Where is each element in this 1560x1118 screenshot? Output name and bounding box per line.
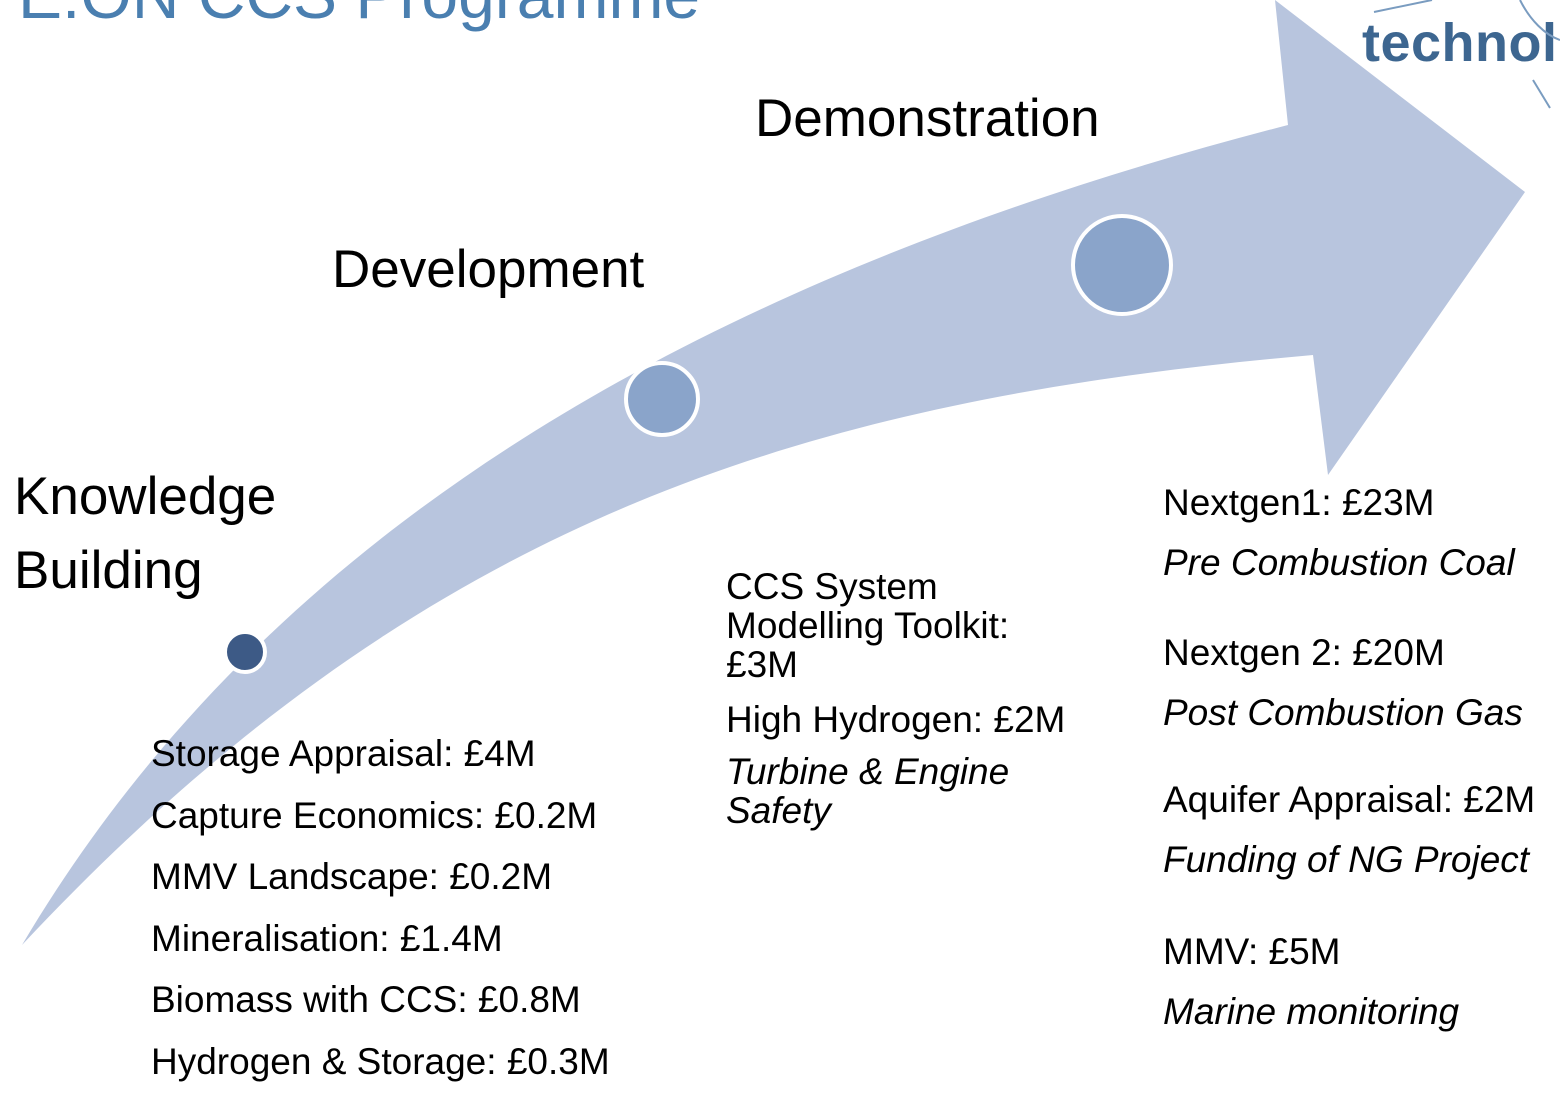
- logo-swoosh-2: [1519, 0, 1560, 41]
- demonstration-list: Nextgen1: £23M Pre Combustion Coal Nextg…: [1163, 482, 1560, 1032]
- list-item: Capture Economics: £0.2M: [151, 794, 598, 836]
- stage-label-development: Development: [332, 240, 645, 299]
- knowledge-building-list: Storage Appraisal: £4M Capture Economics…: [151, 733, 610, 1104]
- list-item: Storage Appraisal: £4M: [151, 733, 536, 774]
- demonstration-node: [1071, 214, 1173, 316]
- list-item: Biomass with CCS: £0.8M: [151, 979, 581, 1020]
- list-item: CCS System Modelling Toolkit: £3M: [726, 566, 1010, 685]
- stage-label-line: Building: [14, 541, 203, 600]
- stage-label-demonstration: Demonstration: [755, 89, 1100, 148]
- list-item-note: Funding of NG Project: [1163, 839, 1530, 881]
- list-item: MMV: £5M: [1163, 931, 1341, 973]
- page-title: E.ON CCS Programme: [18, 0, 700, 28]
- knowledge-building-node: [223, 630, 267, 674]
- list-item: MMV Landscape: £0.2M: [151, 856, 553, 897]
- list-item-note: Post Combustion Gas: [1163, 691, 1523, 733]
- list-item: Nextgen 2: £20M: [1163, 631, 1445, 673]
- list-item: Mineralisation: £1.4M: [151, 917, 503, 959]
- list-item: Aquifer Appraisal: £2M: [1163, 779, 1536, 821]
- development-node: [624, 361, 700, 437]
- stage-label-knowledge-building: Knowledge Building: [14, 460, 276, 608]
- list-item-note: Marine monitoring: [1163, 990, 1460, 1032]
- development-list: CCS System Modelling Toolkit: £3M High H…: [726, 566, 1086, 832]
- list-item: Nextgen1: £23M: [1163, 482, 1435, 523]
- list-item: High Hydrogen: £2M: [726, 698, 1066, 740]
- list-item: Hydrogen & Storage: £0.3M: [151, 1040, 610, 1082]
- list-item-note: Pre Combustion Coal: [1163, 541, 1515, 583]
- list-item-note: Turbine & Engine Safety: [726, 751, 1010, 832]
- logo-swoosh-3: [1532, 79, 1551, 109]
- stage-label-line: Knowledge: [14, 467, 277, 526]
- company-logo: technol: [1362, 13, 1558, 73]
- logo-swoosh: [1373, 0, 1433, 13]
